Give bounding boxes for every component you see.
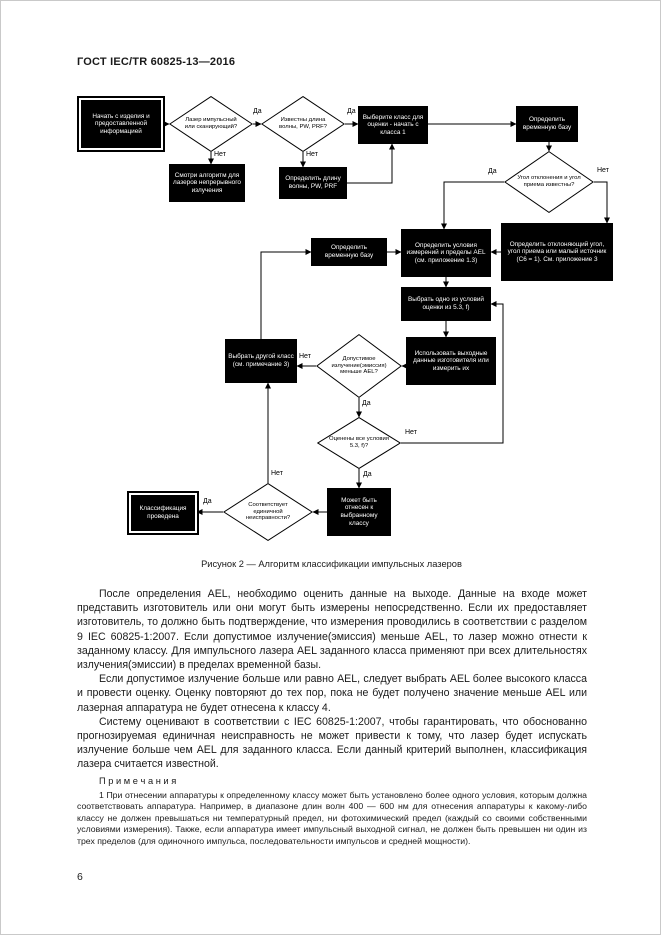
flow-node-conditions-ael: Определить условия измерений и пределы A… (401, 229, 491, 277)
flow-node-label: Классификация проведена (139, 505, 187, 520)
edge-label-no: Нет (597, 167, 609, 174)
diamond-shape (317, 417, 401, 469)
flowchart: Начать с изделия и предоставленной инфор… (1, 1, 660, 561)
flow-node-label: Определить отклоняющий угол, угол приема… (507, 240, 607, 263)
notes-heading: П р и м е ч а н и я (99, 776, 177, 787)
flowchart-connectors (163, 121, 610, 515)
diamond-shape (316, 334, 402, 398)
flow-node-label: Выбрать другой класс (см. примечание 3) (228, 353, 294, 368)
flow-node-start: Начать с изделия и предоставленной инфор… (77, 96, 165, 152)
edge-label-yes: Да (362, 400, 371, 407)
flow-node-time-base-2: Определить временную базу (311, 238, 387, 266)
paragraph: Систему оценивают в соответствии с IEC 6… (77, 715, 587, 771)
edge-label-yes: Да (488, 168, 497, 175)
flow-node-time-base-1: Определить временную базу (516, 106, 578, 142)
flow-node-determine-angle: Определить отклоняющий угол, угол приема… (501, 223, 613, 281)
flow-node-label: Лазер импульсный или сканирующий? (184, 117, 238, 130)
flow-node-cw-algorithm: Смотри алгоритм для лазеров непрерывного… (169, 164, 245, 202)
diamond-shape (169, 96, 253, 152)
flow-decision-known-params: Известны длина волны, PW, PRF? (261, 96, 345, 152)
edge-label-yes: Да (203, 498, 212, 505)
note-item: 1 При отнесении аппаратуры к определенно… (77, 789, 587, 846)
flow-node-label: Выберите класс для оценки - начать с кла… (362, 113, 424, 136)
flow-node-label: Определить длину волны, PW, PRF (285, 175, 341, 190)
edge-label-no: Нет (405, 429, 417, 436)
diamond-shape (504, 151, 594, 213)
flow-node-determine-wavelength: Определить длину волны, PW, PRF (279, 167, 347, 199)
edge-label-no: Нет (214, 151, 226, 158)
flow-node-label: Определить условия измерений и пределы A… (406, 241, 486, 264)
flow-node-select-class: Выберите класс для оценки - начать с кла… (358, 106, 428, 144)
flow-node-use-data: Использовать выходные данные изготовител… (406, 337, 496, 385)
paragraph: После определения AEL, необходимо оценит… (77, 588, 587, 671)
edge-label-no: Нет (271, 470, 283, 477)
flow-node-label: Использовать выходные данные изготовител… (413, 349, 489, 372)
flow-node-other-class: Выбрать другой класс (см. примечание 3) (225, 339, 297, 383)
document-header: ГОСТ IEC/TR 60825-13—2016 (77, 56, 236, 68)
flow-node-label: Соответствует единичной неисправности? (245, 502, 291, 522)
flow-node-label: Начать с изделия и предоставленной инфор… (92, 112, 150, 135)
edge-label-yes: Да (363, 471, 372, 478)
flow-node-label: Оценены все условия 5.3, f)? (329, 436, 389, 449)
edge-label-no: Нет (306, 151, 318, 158)
edge-label-yes: Да (347, 108, 356, 115)
figure-caption: Рисунок 2 — Алгоритм классификации импул… (201, 559, 462, 569)
flow-node-label: Определить временную базу (324, 244, 374, 259)
flow-node-label: Допустимое излучение(эмиссия) меньше AEL… (331, 356, 387, 376)
flow-node-label: Выбрать одно из условий оценки из 5.3, f… (407, 296, 484, 311)
flow-decision-pulsed: Лазер импульсный или сканирующий? (169, 96, 253, 152)
flow-decision-angle: Угол отклонения и угол приема известны? (504, 151, 594, 213)
flow-decision-all-conditions: Оценены все условия 5.3, f)? (317, 417, 401, 469)
paragraph: Если допустимое излучение больше или рав… (77, 673, 587, 714)
flow-node-select-condition: Выбрать одно из условий оценки из 5.3, f… (401, 287, 491, 321)
flow-decision-emission-ael: Допустимое излучение(эмиссия) меньше AEL… (316, 334, 402, 398)
flow-node-can-assign: Может быть отнесен к выбранному классу (327, 488, 391, 536)
body-text: После определения AEL, необходимо оценит… (77, 587, 587, 847)
edge-label-no: Нет (299, 353, 311, 360)
diamond-shape (261, 96, 345, 152)
flow-decision-single-fault: Соответствует единичной неисправности? (223, 483, 313, 541)
edge-label-yes: Да (253, 108, 262, 115)
flow-node-label: Может быть отнесен к выбранному классу (340, 496, 378, 527)
diamond-shape (223, 483, 313, 541)
flow-node-label: Угол отклонения и угол приема известны? (517, 175, 581, 188)
flow-node-label: Смотри алгоритм для лазеров непрерывного… (173, 171, 241, 194)
page-number: 6 (77, 871, 83, 883)
flow-node-done: Классификация проведена (127, 491, 199, 535)
flow-node-label: Определить временную базу (522, 116, 572, 131)
flow-node-label: Известны длина волны, PW, PRF? (279, 117, 327, 130)
